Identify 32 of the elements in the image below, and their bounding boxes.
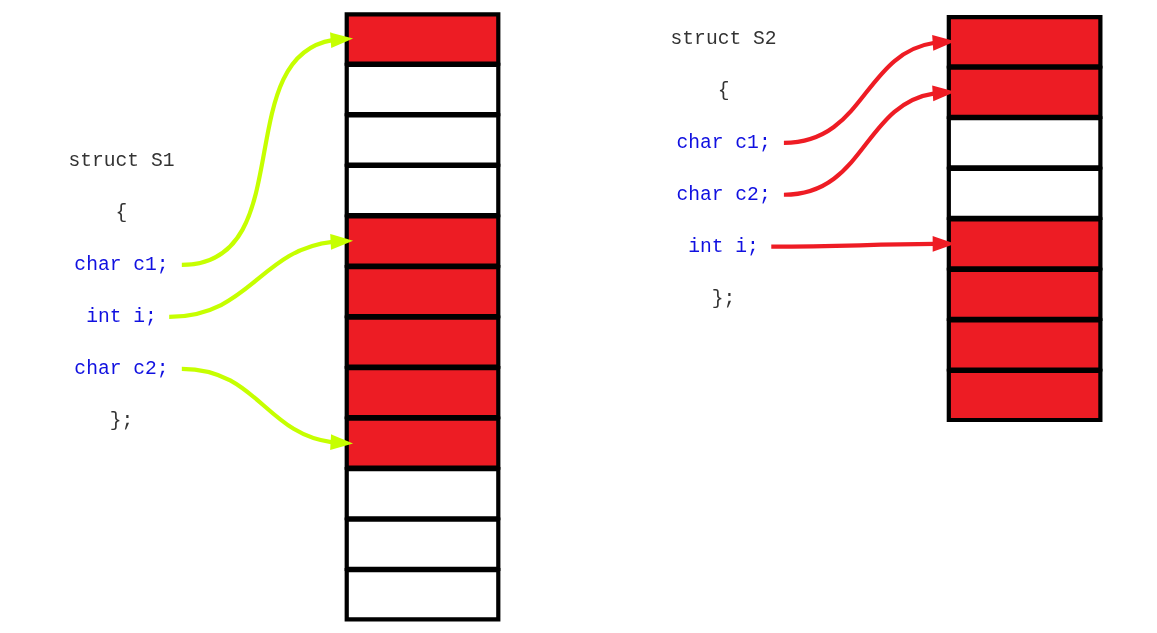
node-box xyxy=(344,163,500,218)
node-box xyxy=(946,318,1102,372)
node-box xyxy=(344,467,500,521)
node-text: char c1; xyxy=(73,254,169,277)
node-box xyxy=(946,65,1102,119)
label: { xyxy=(115,202,127,225)
node-box xyxy=(344,12,500,66)
node-box xyxy=(344,568,500,622)
node-box xyxy=(344,416,500,470)
node-text: int i; xyxy=(85,306,157,329)
node-text: int i; xyxy=(687,235,759,258)
node-box xyxy=(344,315,500,369)
node-box xyxy=(344,365,500,420)
label: { xyxy=(717,80,729,103)
label: }; xyxy=(711,287,735,310)
node-box xyxy=(946,15,1102,69)
label: }; xyxy=(109,409,133,432)
label: struct S1 xyxy=(67,150,174,173)
arrow xyxy=(168,234,353,319)
arrow xyxy=(181,32,353,267)
arrow xyxy=(181,366,353,451)
node-text: char c1; xyxy=(675,132,771,155)
node-text: char c2; xyxy=(675,183,771,206)
node-box xyxy=(946,217,1102,271)
node-box xyxy=(946,368,1102,423)
node-box xyxy=(344,517,500,571)
node-box xyxy=(344,113,500,167)
node-box xyxy=(946,166,1102,220)
node-text: char c2; xyxy=(73,357,169,380)
node-box xyxy=(344,214,500,268)
label: struct S2 xyxy=(670,28,777,51)
node-box xyxy=(946,116,1102,170)
